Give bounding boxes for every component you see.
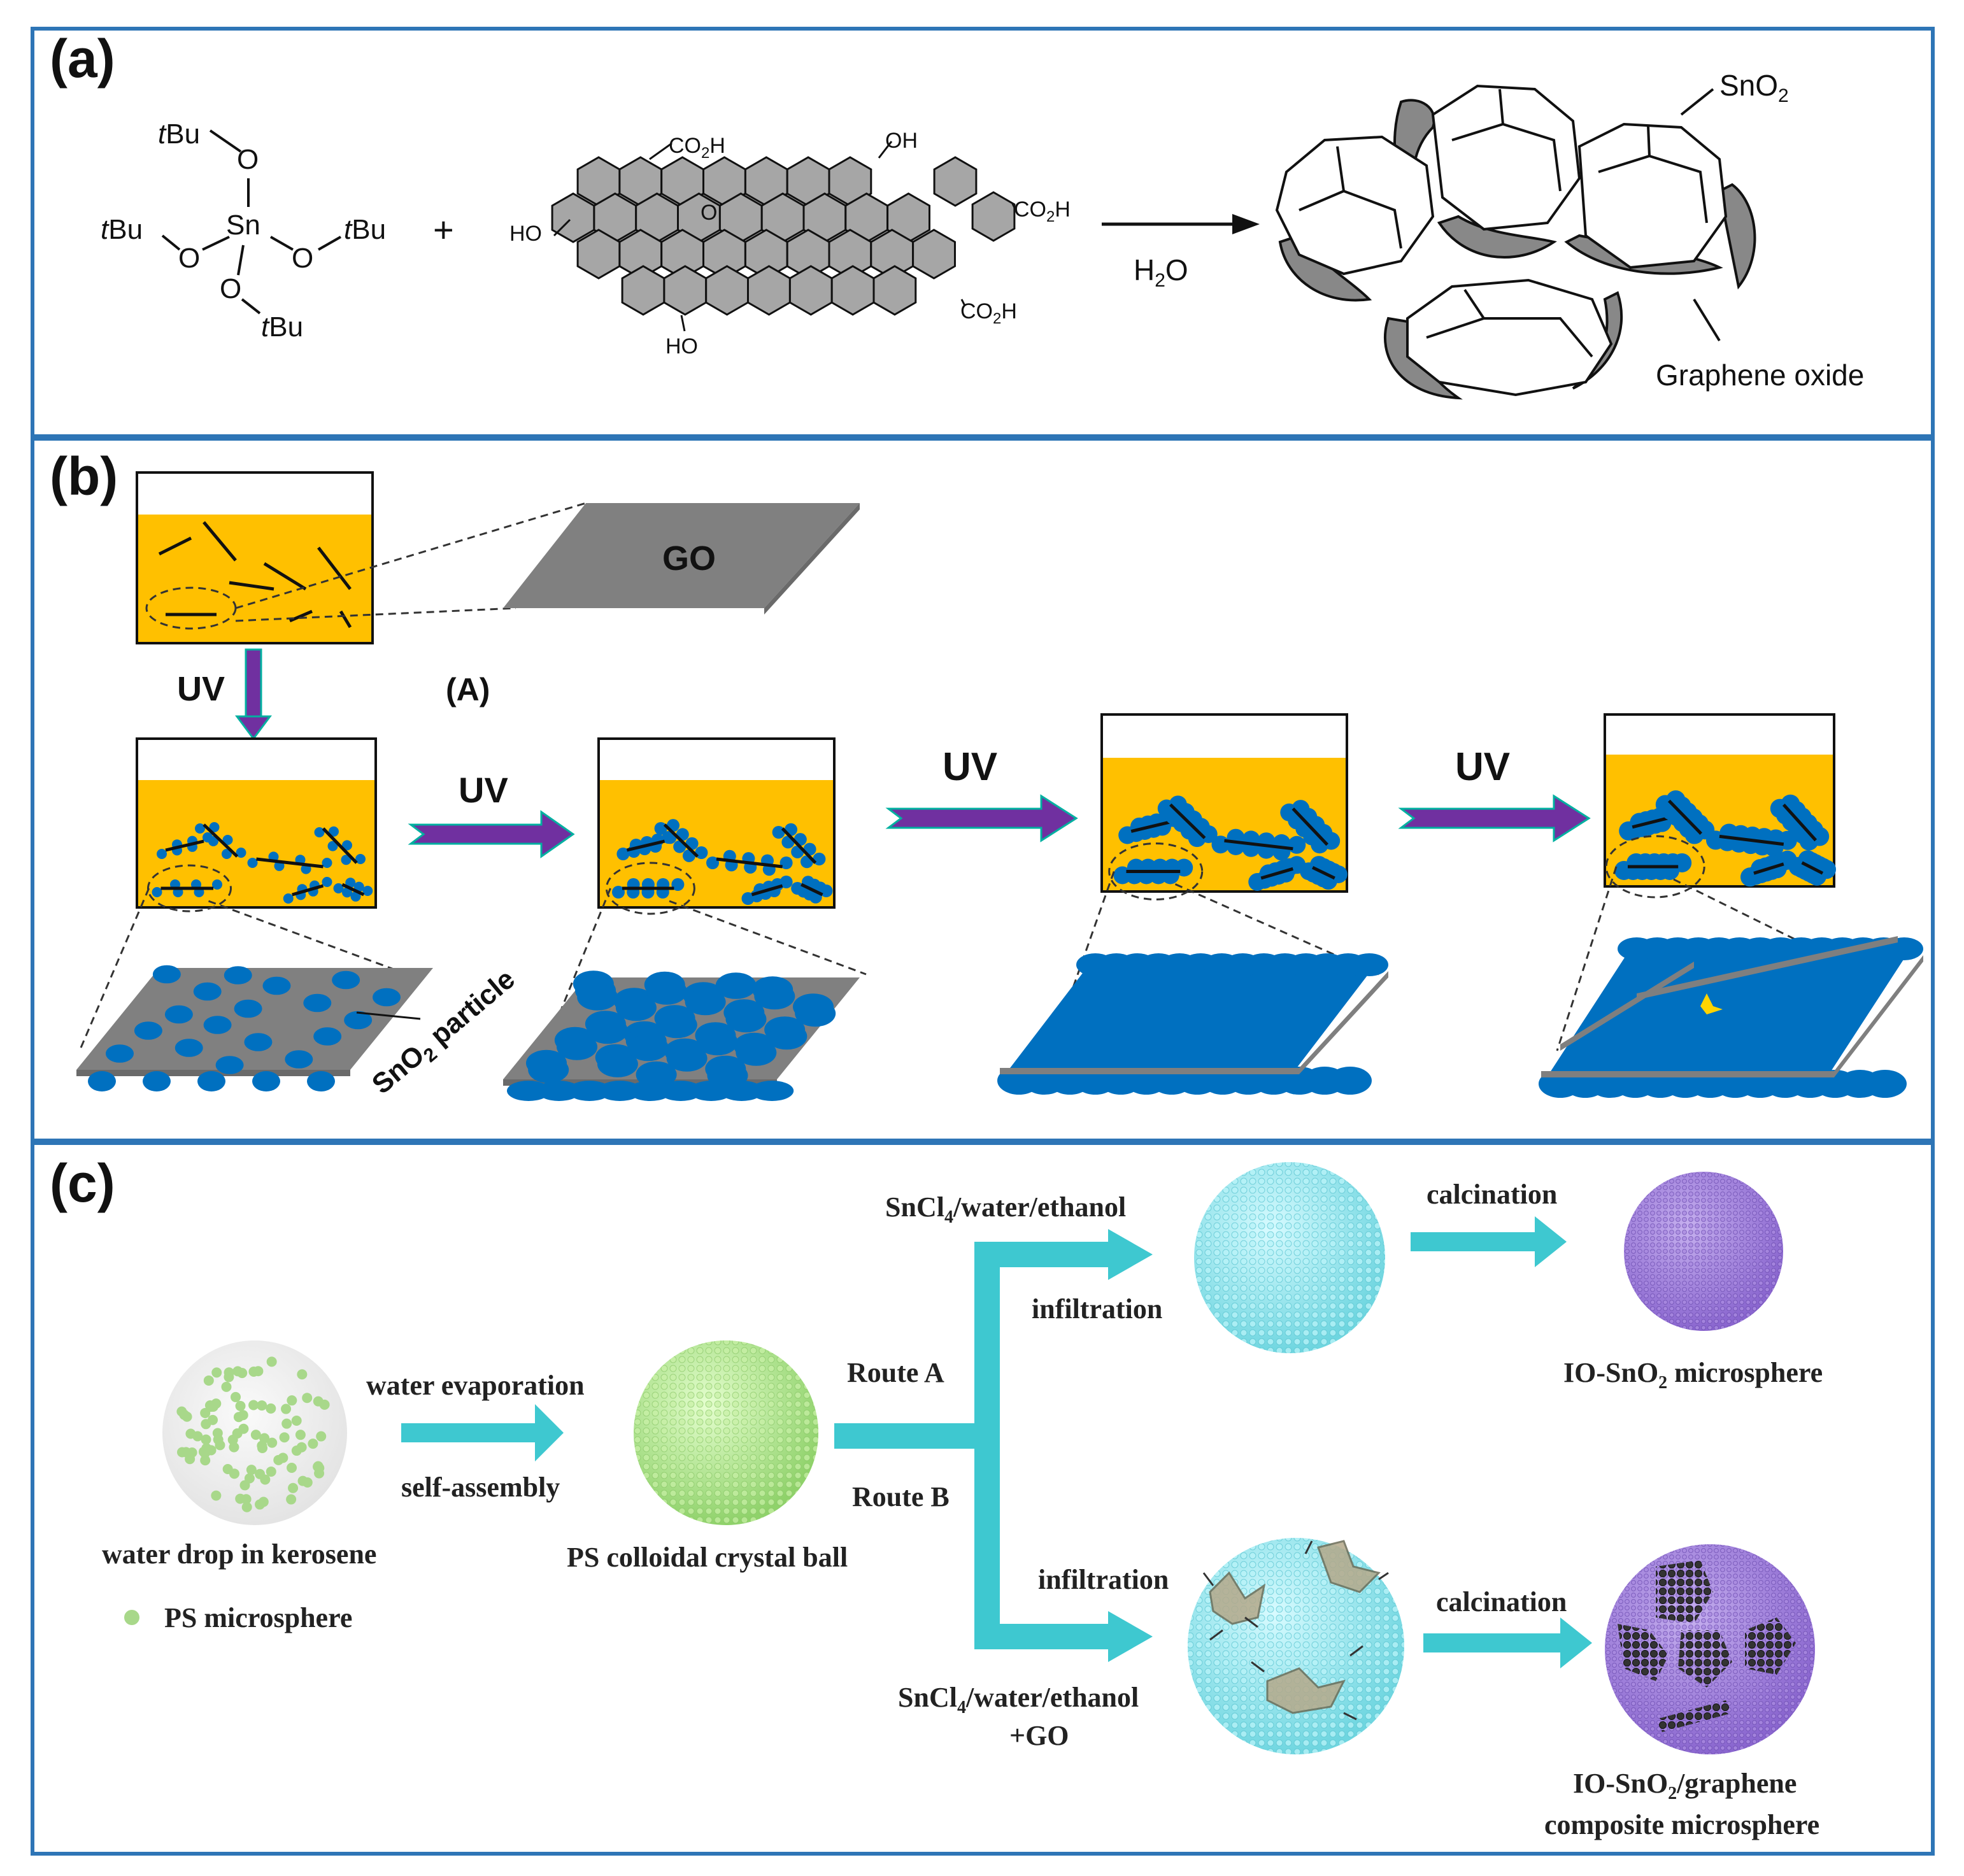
panel-b-label: (b) <box>50 446 118 506</box>
tin-label: Sn <box>226 210 260 241</box>
panel-b <box>31 437 1935 1142</box>
oxygen-label-bottom: O <box>220 273 241 304</box>
go-hexagon <box>912 229 956 280</box>
ho-label-left: HO <box>509 222 542 246</box>
io-sno2-label: IO-SnO2 microsphere <box>1563 1357 1823 1393</box>
route-branch <box>834 1229 1153 1662</box>
particle-sheet-1 <box>76 965 433 1091</box>
particle-sheet-3 <box>997 953 1388 1095</box>
infiltration-label-b: infiltration <box>1038 1564 1169 1595</box>
io-sno2-microsphere <box>1624 1172 1783 1331</box>
ps-ball-label: PS colloidal crystal ball <box>567 1542 848 1573</box>
ho-label-bottom: HO <box>665 334 698 359</box>
tin-tert-butoxide <box>161 129 341 315</box>
plus-go-label: +GO <box>1009 1720 1069 1751</box>
panel-a-label: (a) <box>50 29 115 89</box>
uv-label-vertical: UV <box>177 670 225 708</box>
water-evaporation-label: water evaporation <box>366 1370 585 1401</box>
co2h-label-bottom: CO2H <box>960 299 1017 327</box>
infiltrated-ball-b <box>1188 1538 1404 1754</box>
stage-beaker-4 <box>1556 713 1867 1051</box>
sno2-graphene-product <box>1275 84 1756 400</box>
tbu-label-top: tBu <box>158 118 200 150</box>
panel-a-scheme: tBu O Sn tBu O O tBu O tBu + CO2H OH CO2… <box>101 69 1864 400</box>
uv-label-3: UV <box>1455 745 1510 789</box>
panel-c <box>31 1141 1935 1856</box>
oxygen-label-left: O <box>178 243 200 274</box>
initial-beaker <box>136 471 374 644</box>
uv-arrow-1 <box>408 810 575 858</box>
graphene-oxide-label: Graphene oxide <box>1656 359 1864 392</box>
go-sheet-large <box>503 503 860 608</box>
stage-beakers <box>78 713 1867 1051</box>
composite-microsphere-label: composite microsphere <box>1544 1809 1819 1840</box>
co2h-label-top: CO2H <box>669 134 725 162</box>
particle-sheet-4 <box>1539 936 1923 1098</box>
co2h-label-right: CO2H <box>1014 197 1071 225</box>
panel-b-scheme: GO UV (A) UV UV UV SnO2 particle <box>76 471 1923 1101</box>
stage-beaker-2 <box>543 737 867 1051</box>
plus-sign: + <box>433 210 454 250</box>
sno2-label: SnO2 <box>1719 69 1789 106</box>
route-b-label-c: Route B <box>852 1481 950 1512</box>
ps-microsphere-dots <box>176 1356 330 1512</box>
ps-microsphere-legend-icon <box>124 1610 139 1625</box>
oxygen-label-top: O <box>237 144 259 175</box>
water-drop-label: water drop in kerosene <box>102 1538 376 1570</box>
ps-colloidal-ball <box>634 1340 818 1525</box>
uv-arrow-3 <box>1398 794 1591 842</box>
go-hexagon <box>971 191 1016 242</box>
stage-sheets <box>76 936 1923 1101</box>
calcination-label-b: calcination <box>1436 1586 1567 1617</box>
uv-arrow-2 <box>885 794 1078 842</box>
self-assembly-label: self-assembly <box>401 1472 560 1503</box>
stage-beaker-1 <box>78 737 408 1051</box>
route-a-label-c: Route A <box>847 1357 944 1388</box>
evaporation-arrow <box>401 1404 564 1461</box>
go-hexagon <box>933 156 978 207</box>
calcination-arrow-b <box>1423 1617 1592 1668</box>
route-a-label: (A) <box>446 672 490 707</box>
tbu-label-bottom: tBu <box>261 311 303 343</box>
water-label: H2O <box>1134 253 1188 291</box>
particle-sheet-2 <box>503 970 860 1101</box>
sncl4-label-a: SnCl4/water/ethanol <box>885 1191 1126 1227</box>
graphene-oxide-molecule <box>551 141 1017 332</box>
go-sheet-label: GO <box>662 539 716 578</box>
io-sno2-graphene-composite <box>1605 1544 1815 1754</box>
go-hexagon <box>872 265 917 316</box>
uv-label-2: UV <box>943 745 997 789</box>
tbu-label-left: tBu <box>101 214 143 245</box>
calcination-label-a: calcination <box>1427 1179 1557 1210</box>
calcination-arrow-a <box>1411 1216 1567 1267</box>
panel-c-label: (c) <box>50 1153 115 1213</box>
uv-arrow-down <box>235 648 272 741</box>
io-sno2-graphene-label: IO-SnO2/graphene <box>1573 1768 1797 1803</box>
tbu-label-right: tBu <box>344 214 386 245</box>
uv-label-1: UV <box>459 770 508 810</box>
oxygen-label-right: O <box>292 243 313 274</box>
infiltrated-ball-a <box>1194 1162 1385 1353</box>
sncl4-label-b: SnCl4/water/ethanol <box>898 1682 1139 1717</box>
oh-label: OH <box>885 129 918 153</box>
ps-microsphere-label: PS microsphere <box>164 1602 352 1633</box>
panel-a <box>31 27 1935 438</box>
infiltration-label-a: infiltration <box>1032 1293 1162 1325</box>
epoxide-o-label: O <box>701 201 717 225</box>
reaction-arrow <box>1102 214 1260 234</box>
